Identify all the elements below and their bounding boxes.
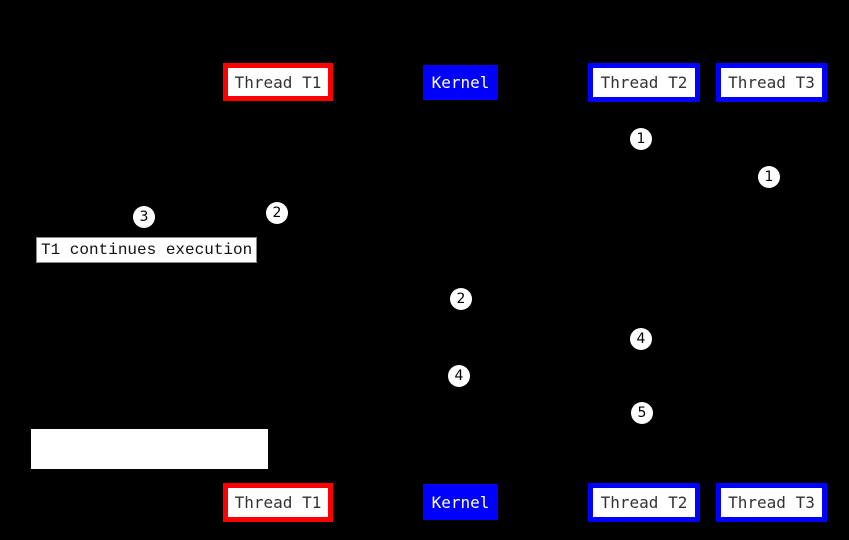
step-marker-1: 1 bbox=[630, 128, 652, 150]
kernel-box-top: Kernel bbox=[423, 65, 498, 100]
step-marker-5: 5 bbox=[631, 402, 653, 424]
thread-t3-label-top: Thread T3 bbox=[728, 73, 815, 92]
kernel-box-bottom: Kernel bbox=[423, 484, 498, 520]
kernel-label-bottom: Kernel bbox=[431, 492, 490, 512]
thread-t1-box-bottom: Thread T1 bbox=[223, 483, 333, 522]
thread-t2-label-top: Thread T2 bbox=[600, 73, 688, 92]
thread-t2-box-bottom: Thread T2 bbox=[588, 483, 700, 522]
step-marker-4: 4 bbox=[448, 365, 470, 387]
step-marker-2: 2 bbox=[450, 288, 472, 310]
thread-t1-label-top: Thread T1 bbox=[234, 72, 322, 92]
thread-t1-box-top: Thread T1 bbox=[223, 63, 333, 101]
thread-t2-box-top: Thread T2 bbox=[588, 63, 700, 102]
thread-t3-box-top: Thread T3 bbox=[716, 63, 827, 102]
kernel-label-top: Kernel bbox=[431, 73, 490, 92]
step-marker-4: 4 bbox=[630, 328, 652, 350]
blank-label-box bbox=[31, 429, 268, 469]
thread-t3-label-bottom: Thread T3 bbox=[728, 493, 815, 512]
step-marker-1: 1 bbox=[758, 166, 780, 188]
thread-t3-box-bottom: Thread T3 bbox=[716, 483, 827, 522]
thread-t1-label-bottom: Thread T1 bbox=[234, 493, 322, 512]
step-marker-3: 3 bbox=[133, 206, 155, 228]
step-marker-2: 2 bbox=[266, 202, 288, 224]
t1-continues-note: T1 continues execution bbox=[36, 237, 257, 263]
thread-t2-label-bottom: Thread T2 bbox=[600, 493, 688, 512]
